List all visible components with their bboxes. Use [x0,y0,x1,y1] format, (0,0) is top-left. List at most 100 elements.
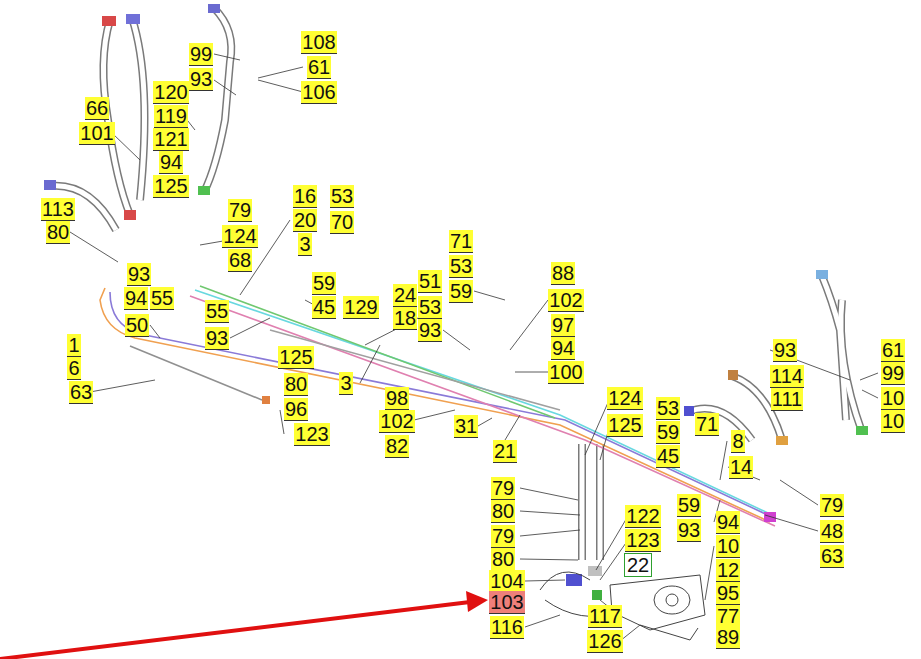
callout-number: 51 [418,270,442,293]
leader-lines [70,54,878,641]
callout-number: 94 [124,287,148,310]
callout-number: 80 [46,221,70,244]
callout-number: 97 [551,314,575,337]
callout-number: 10 [716,535,740,558]
pipe-bundle [100,286,775,526]
callout-number: 16 [293,185,317,208]
callout-number: 53 [418,296,442,319]
callout-number: 122 [625,505,660,528]
callout-number: 6 [67,357,80,380]
callout-number: 53 [330,185,354,208]
callout-number: 93 [773,339,797,362]
callout-number: 119 [154,105,188,128]
callout-number: 3 [298,233,311,256]
callout-number: 100 [548,361,583,384]
callout-number: 79 [491,477,515,500]
callout-number: 94 [551,337,575,360]
callout-number: 120 [153,81,188,104]
callout-number: 126 [587,630,622,653]
callout-number: 124 [607,387,642,410]
callout-number: 68 [228,249,252,272]
callout-number: 117 [588,605,622,628]
callout-number: 63 [69,381,93,404]
callout-number: 18 [393,307,417,330]
callout-number: 55 [205,300,229,323]
callout-number: 61 [307,56,331,79]
callout-number: 95 [716,582,740,605]
callout-number: 102 [379,410,414,433]
callout-number: 45 [312,296,336,319]
callout-number: 71 [449,230,473,253]
callout-number: 14 [729,456,753,479]
callout-number: 22 [624,553,652,577]
callout-number: 12 [716,559,740,582]
callout-number: 111 [771,388,803,411]
callout-number: 125 [607,414,642,437]
callout-number: 8 [731,430,744,453]
callout-number: 77 [716,605,740,628]
callout-number: 124 [222,225,257,248]
callout-number: 55 [150,287,174,310]
callout-number: 103 [489,591,524,614]
callout-number: 101 [79,122,114,145]
callout-number: 63 [820,545,844,568]
hoses [50,8,862,560]
callout-number: 106 [301,81,336,104]
callout-number: 94 [716,511,740,534]
callout-number: 123 [625,529,660,552]
callout-number: 129 [343,296,378,319]
callout-number: 99 [881,362,905,385]
callout-number: 113 [41,198,75,221]
callout-number: 89 [716,626,740,649]
callout-number: 59 [677,494,701,517]
callout-number: 96 [284,398,308,421]
callout-number: 79 [228,199,252,222]
callout-number: 53 [656,397,680,420]
callout-number: 70 [330,211,354,234]
callout-number: 50 [125,314,149,337]
callout-number: 71 [695,413,719,436]
callout-number: 93 [205,327,229,350]
callout-number: 80 [491,500,515,523]
callout-number: 10 [881,387,905,410]
callout-number: 94 [159,151,183,174]
callout-number: 21 [493,440,517,463]
callout-number: 123 [294,423,329,446]
callout-number: 80 [284,373,308,396]
callout-number: 98 [385,387,409,410]
pointer-arrow [0,591,488,659]
callout-number: 66 [85,97,109,120]
callout-number: 80 [491,548,515,571]
callout-number: 79 [820,494,844,517]
callout-number: 121 [153,128,188,151]
callout-number: 53 [449,255,473,278]
callout-number: 61 [881,339,905,362]
callout-number: 99 [189,43,213,66]
callout-number: 93 [418,319,442,342]
callout-number: 1 [67,334,80,357]
callout-number: 48 [820,520,844,543]
callout-number: 79 [491,525,515,548]
callout-number: 24 [393,284,417,307]
callout-number: 125 [278,346,313,369]
callout-number: 3 [339,372,352,395]
callout-number: 108 [301,31,336,54]
callout-number: 59 [656,421,680,444]
callout-number: 59 [312,272,336,295]
callout-number: 10 [881,410,905,433]
callout-number: 59 [449,280,473,303]
callout-number: 31 [454,415,478,438]
callout-number: 93 [677,519,701,542]
callout-number: 93 [127,263,151,286]
callout-number: 20 [293,209,317,232]
callout-number: 82 [385,435,409,458]
callout-number: 114 [770,365,804,388]
fittings [44,4,868,600]
callout-number: 93 [189,68,213,91]
callout-number: 116 [490,616,524,639]
callout-number: 102 [548,289,583,312]
callout-number: 125 [153,175,188,198]
callout-number: 88 [551,262,575,285]
callout-number: 104 [489,570,524,593]
callout-number: 45 [656,445,680,468]
